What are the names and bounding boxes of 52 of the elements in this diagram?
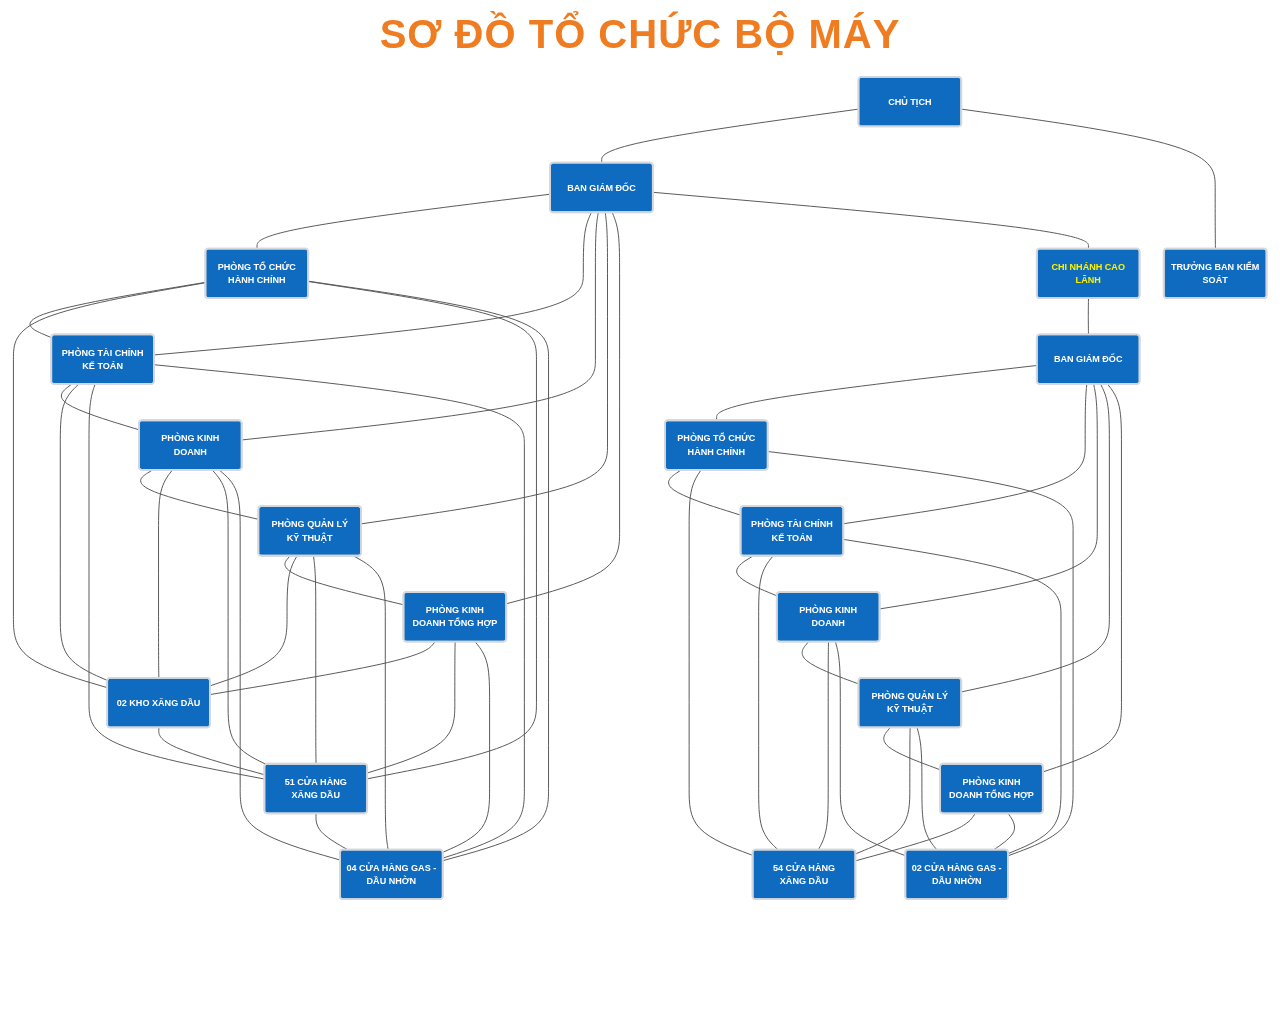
org-unit-box: PHÒNG QUẢN LÝ KỸ THUẬT — [857, 676, 963, 729]
connector-line — [855, 727, 911, 855]
org-unit-box: PHÒNG KINH DOANH — [775, 591, 881, 643]
connector-line — [313, 555, 317, 765]
org-unit-box: PHÒNG QUẢN LÝ KỸ THUẬT — [257, 505, 362, 557]
connector-line — [256, 193, 551, 250]
org-unit-box: PHÒNG TÀI CHÍNH KẾ TOÁN — [739, 505, 845, 557]
connector-line — [506, 212, 621, 605]
org-unit-box: 51 CỬA HÀNG XĂNG DẦU — [263, 762, 369, 815]
connector-line — [879, 383, 1098, 610]
connector-line — [758, 555, 779, 851]
connector-line — [916, 727, 938, 851]
org-unit-box: BAN GIÁM ĐỐC — [1035, 333, 1141, 385]
connector-line — [855, 813, 976, 862]
connector-line — [1042, 383, 1122, 773]
connector-line — [353, 555, 389, 851]
org-unit-box: CHI NHÁNH CAO LÃNH — [1035, 247, 1141, 300]
connector-line — [883, 727, 941, 771]
connector-line — [308, 280, 550, 862]
connector-line — [209, 555, 298, 687]
connector-line — [767, 451, 1074, 857]
org-unit-box: PHÒNG TỔ CHỨC HÀNH CHÍNH — [664, 419, 769, 471]
connector-line — [211, 469, 267, 765]
connector-line — [817, 641, 829, 851]
org-unit-box: 02 CỬA HÀNG GAS - DẦU NHỜN — [904, 848, 1009, 901]
title: SƠ ĐỒ TỔ CHỨC BỘ MÁY — [379, 12, 901, 56]
org-unit-box: 04 CỬA HÀNG GAS - DẦU NHỜN — [339, 848, 444, 901]
connector-line — [843, 538, 1062, 854]
connector-line — [961, 108, 1216, 250]
org-unit-box: PHÒNG KINH DOANH — [138, 419, 243, 471]
connector-line — [158, 469, 173, 679]
connector-line — [241, 212, 599, 441]
connector-line — [209, 641, 436, 695]
org-unit-box: PHÒNG KINH DOANH TỔNG HỢP — [402, 591, 508, 643]
connector-line — [315, 813, 349, 851]
org-unit-box: PHÒNG TÀI CHÍNH KẾ TOÁN — [50, 333, 155, 385]
connector-line — [843, 383, 1088, 525]
connector-line — [652, 191, 1089, 250]
org-unit-box: BAN GIÁM ĐỐC — [549, 161, 654, 214]
org-unit-box: PHÒNG TỔ CHỨC HÀNH CHÍNH — [204, 247, 310, 300]
connector-line — [736, 555, 778, 597]
connector-line — [961, 383, 1110, 693]
connector-line — [308, 281, 537, 780]
org-unit-box: TRƯỞNG BAN KIỂM SOÁT — [1162, 247, 1268, 300]
connector-line — [993, 813, 1016, 851]
connector-line — [59, 383, 108, 681]
org-unit-box: PHÒNG KINH DOANH TỔNG HỢP — [939, 762, 1044, 815]
org-unit-box: 54 CỬA HÀNG XĂNG DẦU — [751, 848, 857, 901]
connector-line — [442, 641, 491, 853]
org-unit-box: CHỦ TỊCH — [857, 75, 963, 128]
org-unit-box: 02 KHO XĂNG DẦU — [106, 676, 211, 729]
connector-line — [1087, 297, 1089, 336]
